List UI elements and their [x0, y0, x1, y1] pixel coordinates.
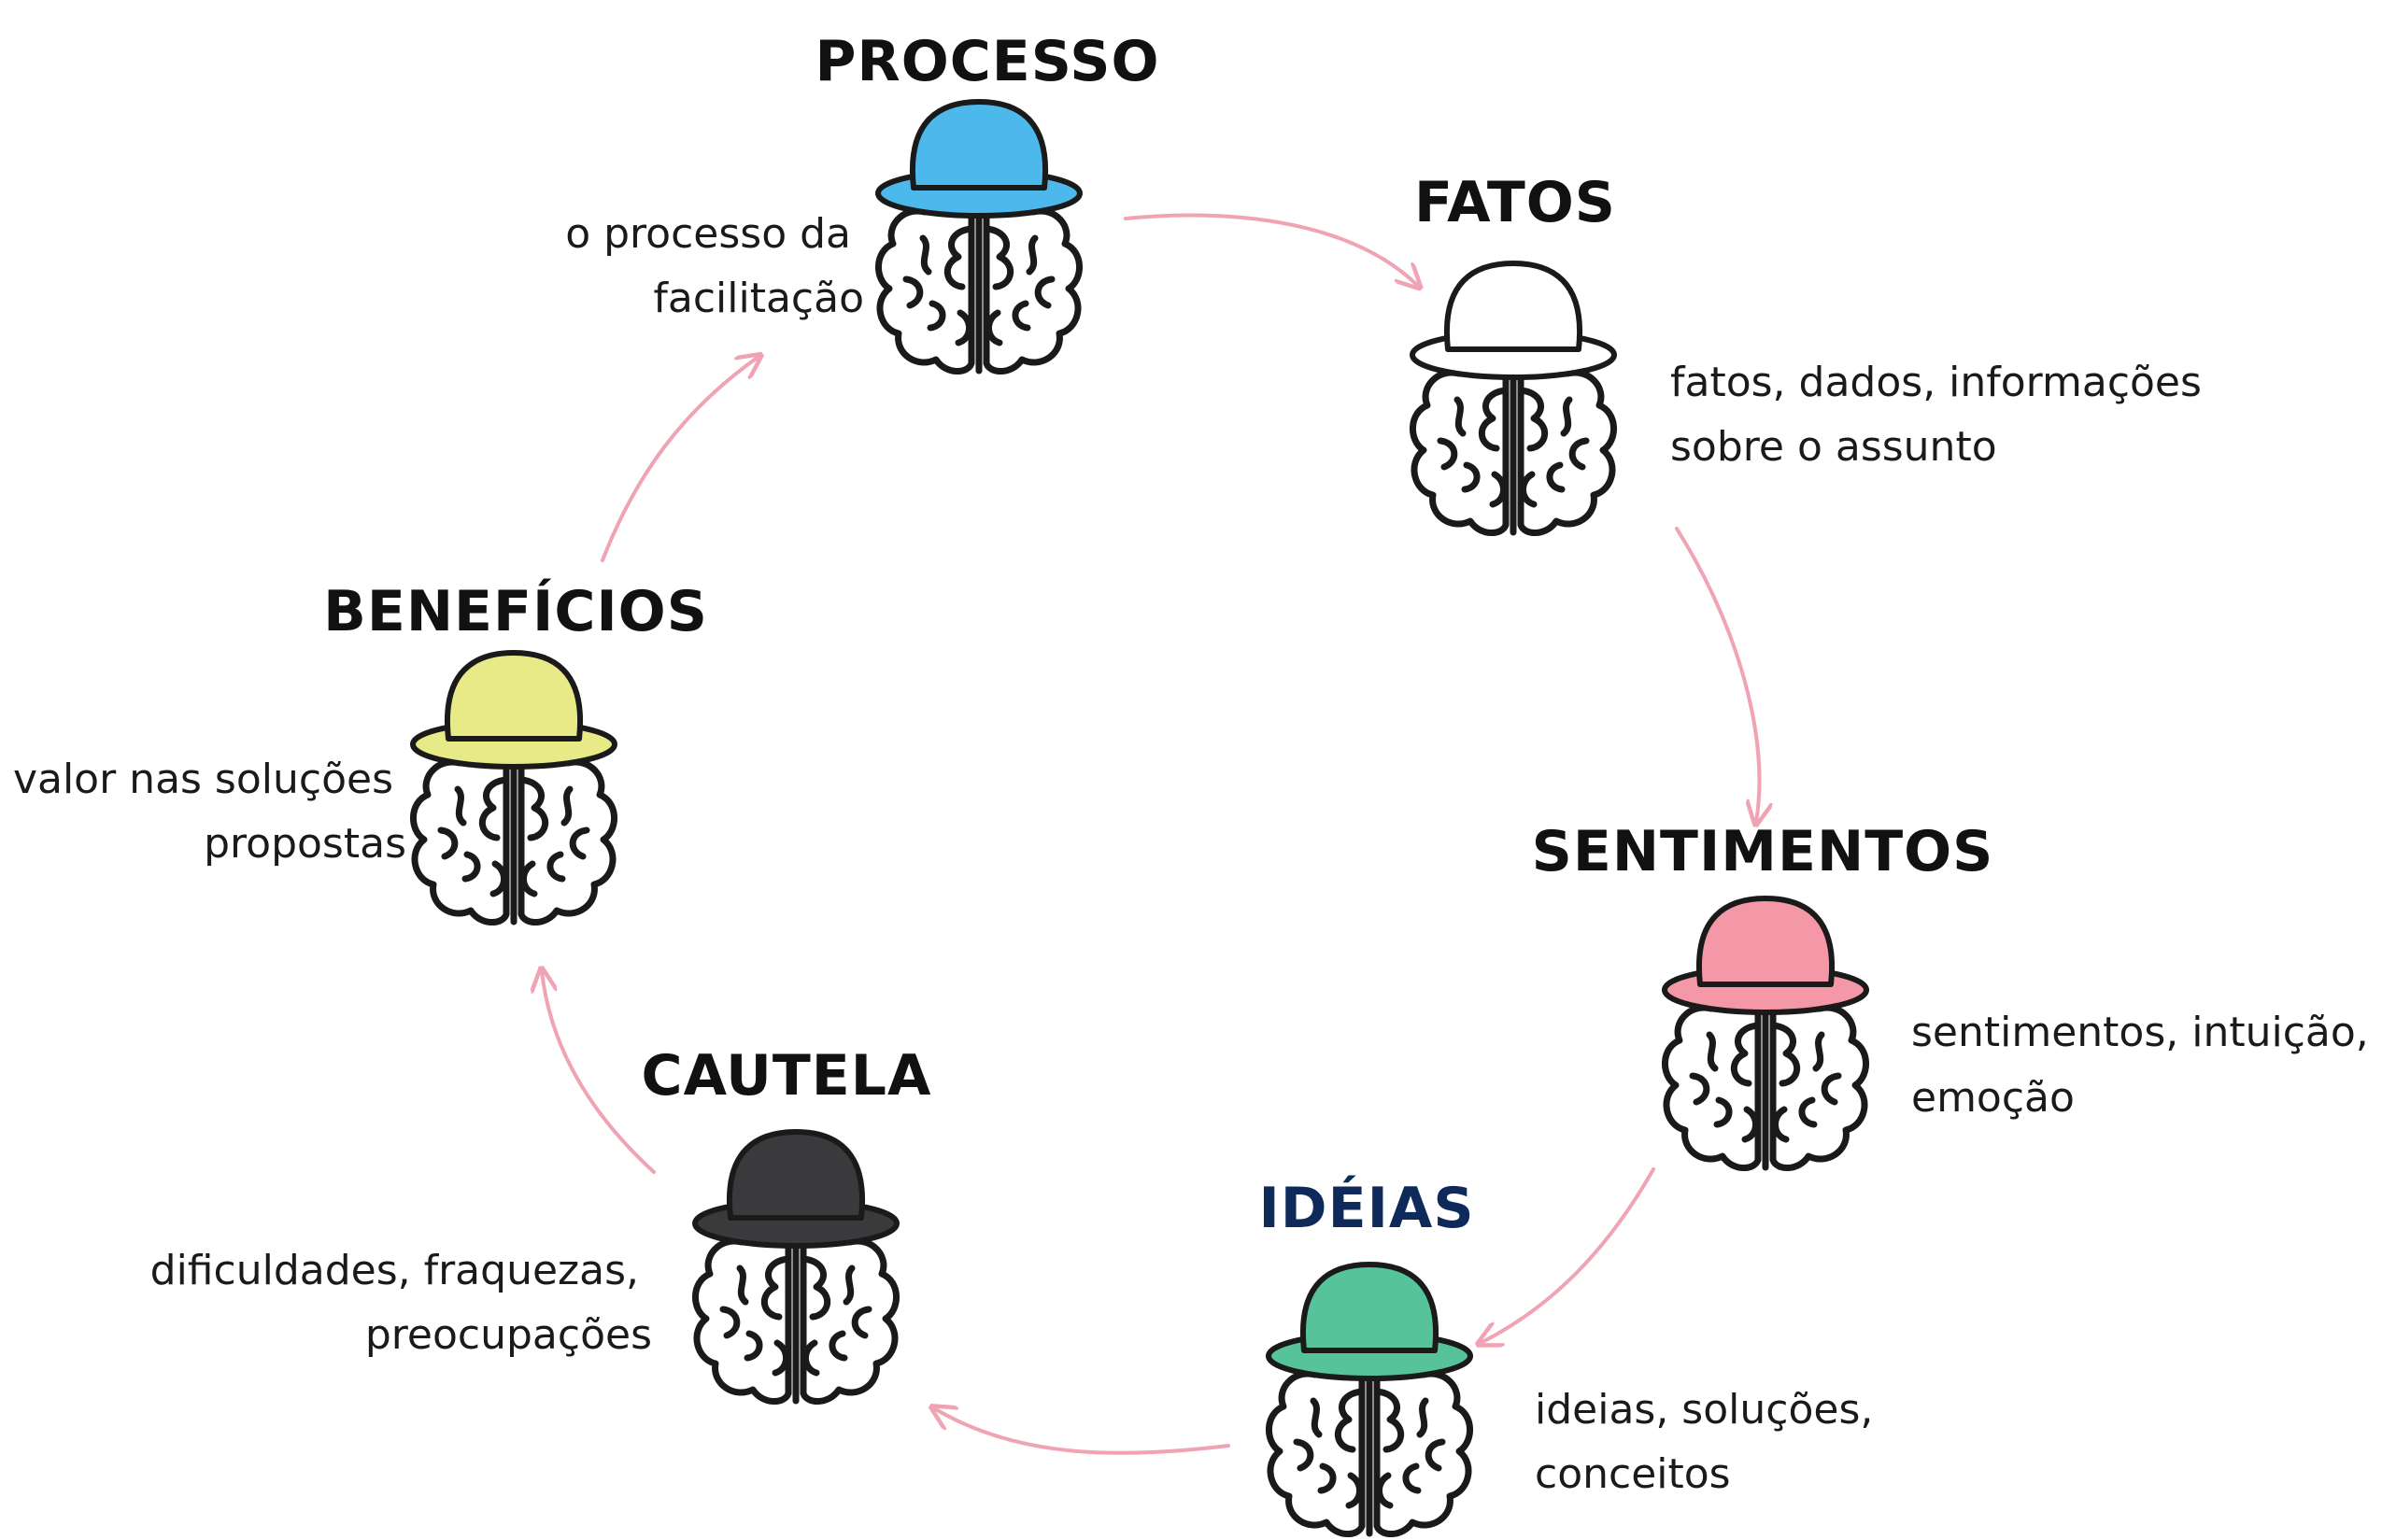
node-fatos: FATOS fatos, dados, informações sobre o … — [1412, 170, 2215, 533]
cycle-arrows — [542, 213, 1759, 1455]
node-cautela-description: dificuldades, fraquezas, preocupações — [150, 1247, 652, 1359]
black-hat-brain-icon — [695, 1129, 897, 1402]
green-hat-brain-icon — [1269, 1262, 1470, 1534]
hat-crown — [444, 650, 584, 742]
node-beneficios-description: valor nas soluções propostas — [13, 756, 406, 868]
arrow-sentimentos-to-ideias — [1481, 1167, 1655, 1343]
arrow-cautela-to-beneficios — [542, 971, 656, 1174]
node-sentimentos-title: SENTIMENTOS — [1532, 819, 1994, 884]
hat-crown — [1443, 261, 1583, 352]
node-fatos-description: fatos, dados, informações sobre o assunt… — [1670, 359, 2215, 471]
node-processo-description: o processo da facilitação — [565, 210, 864, 322]
hat-crown — [1695, 896, 1836, 987]
hat-crown — [1299, 1262, 1439, 1353]
node-sentimentos-description: sentimentos, intuição, emoção — [1911, 1009, 2382, 1122]
hat-crown — [726, 1129, 866, 1221]
node-ideias-title: IDÉIAS — [1258, 1174, 1474, 1241]
red-hat-brain-icon — [1665, 896, 1866, 1168]
hat-crown — [909, 99, 1049, 191]
node-ideias: IDÉIAS ideias, soluções, conceitos — [1258, 1174, 1886, 1534]
node-beneficios: BENEFÍCIOS valor nas soluções propostas — [13, 577, 708, 923]
node-fatos-title: FATOS — [1414, 170, 1616, 235]
arrow-processo-to-fatos — [1124, 213, 1418, 286]
yellow-hat-brain-icon — [413, 650, 615, 923]
node-processo: PROCESSO o processo da facilitação — [565, 29, 1160, 372]
blue-hat-brain-icon — [878, 99, 1080, 372]
arrow-fatos-to-sentimentos — [1675, 527, 1759, 822]
node-beneficios-title: BENEFÍCIOS — [323, 577, 708, 644]
arrow-beneficios-to-processo — [601, 357, 759, 562]
arrow-ideias-to-cautela — [934, 1408, 1230, 1455]
node-processo-title: PROCESSO — [815, 29, 1160, 94]
node-cautela-title: CAUTELA — [642, 1043, 932, 1109]
white-hat-brain-icon — [1412, 261, 1614, 533]
node-sentimentos: SENTIMENTOS sentimentos, intuição, emoçã… — [1532, 819, 2382, 1168]
node-cautela: CAUTELA dificuldades, fraquezas, preocup… — [150, 1043, 932, 1402]
node-ideias-description: ideias, soluções, conceitos — [1535, 1386, 1886, 1498]
